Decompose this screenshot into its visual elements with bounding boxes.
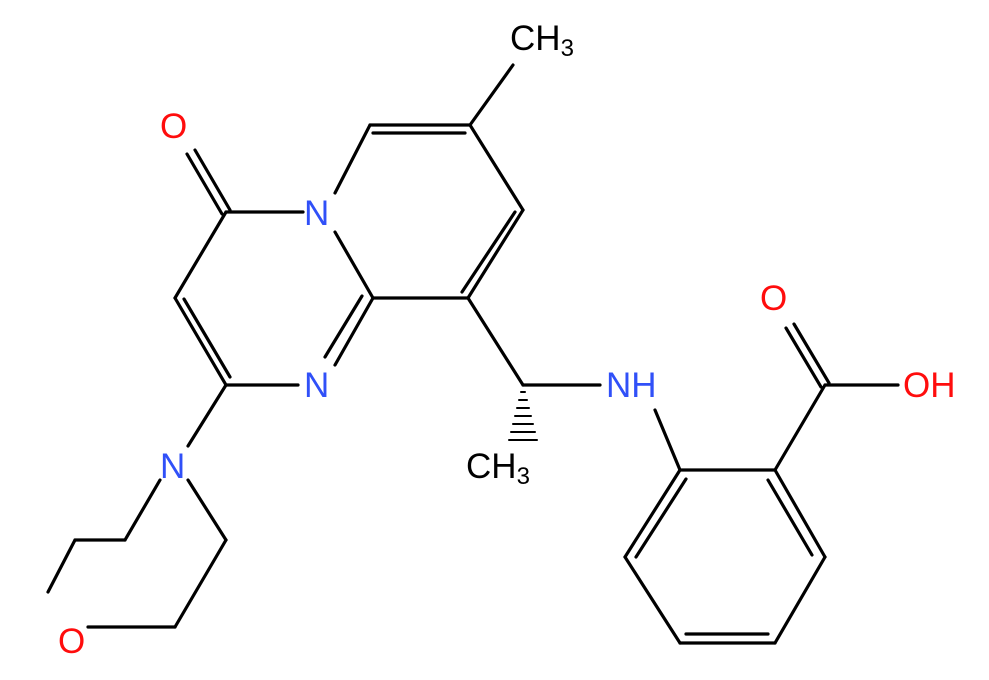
- bond-nh-c1: [653, 408, 682, 472]
- bond-c8-c9-inner: [460, 210, 517, 294]
- bond-b2-b3-inner: [766, 478, 814, 557]
- bond-c4-c3: [173, 210, 228, 300]
- bond-cooh-o-b: [784, 326, 823, 389]
- acid-hydroxyl-label: OH: [903, 366, 956, 405]
- bridge-nitrogen-label: N: [304, 194, 329, 233]
- morpholine-oxygen-label: O: [58, 622, 85, 661]
- morpholine-nitrogen-label: N: [160, 447, 185, 486]
- bond-nmorph-ca: [123, 478, 162, 542]
- chiral-methyl-label: CH3: [466, 447, 530, 490]
- bond-b2-b3: [773, 468, 827, 559]
- bond-n3-c9a: [333, 296, 375, 367]
- bond-b6-b1-inner: [634, 477, 688, 559]
- bond-c9-chiral: [466, 296, 525, 387]
- bond-carbonyl-b: [185, 152, 224, 216]
- bond-c9a-n1: [333, 230, 375, 300]
- bond-b5-b6: [623, 555, 682, 645]
- bond-set: [46, 63, 900, 645]
- bond-cb-omorph: [46, 538, 77, 594]
- atom-labels: CH3 O N N N O NH CH3 O OH: [58, 19, 956, 661]
- bond-b6-b1: [623, 468, 682, 559]
- bond-cc-cd: [173, 538, 228, 629]
- bond-b3-b4: [773, 555, 827, 645]
- ketone-oxygen-label: O: [160, 107, 187, 146]
- bond-n3-c9a-inner: [323, 294, 364, 359]
- hashed-wedge-bond: [508, 391, 538, 441]
- bond-methyl-top: [468, 63, 515, 127]
- bond-nmorph-cc: [186, 478, 228, 542]
- methyl-top-label: CH3: [510, 19, 574, 62]
- bond-c7-c8: [468, 123, 525, 212]
- bond-n1-c6: [333, 123, 372, 195]
- bond-c8-c9: [466, 208, 525, 300]
- bond-cooh-o-a: [792, 322, 831, 385]
- bond-carbonyl-a: [193, 148, 232, 212]
- bond-c2-nmorph: [186, 383, 228, 448]
- acid-carbonyl-oxygen-label: O: [760, 279, 787, 318]
- bond-c3-c2-inner: [182, 297, 232, 379]
- amine-nh-label: NH: [606, 366, 657, 405]
- bond-c3-c2: [173, 296, 228, 387]
- bond-b2-cooh: [773, 383, 827, 472]
- ring-nitrogen-label: N: [304, 366, 329, 405]
